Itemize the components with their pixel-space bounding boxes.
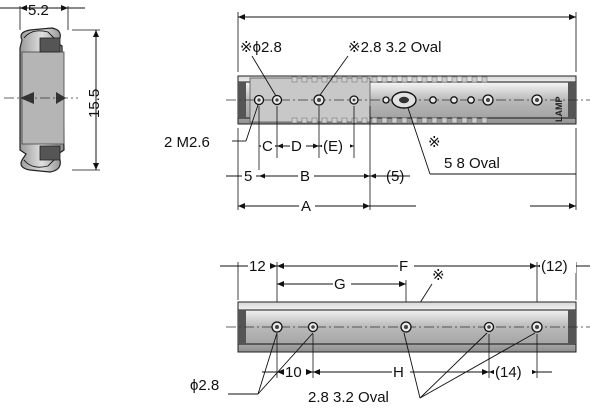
dim-12: 12 [249, 258, 266, 275]
top-rail-view: LAMP ※ϕ2.8 ※2.8 3.2 Oval 2 M2.6 ※ 5 8 Ov… [164, 12, 590, 215]
note-mark-large-oval: ※ [428, 134, 441, 151]
dim-g: G [334, 276, 346, 293]
dim-f: F [399, 258, 408, 275]
bottom-rail-view: 12 F (12) G ※ [190, 255, 590, 406]
dim-d: D [291, 138, 302, 155]
dim-h: H [393, 364, 404, 381]
profile-width-dim: 5.2 [28, 2, 49, 19]
hole-diameter-label: ϕ2.8 [190, 377, 219, 394]
dim-14-ref: (14) [495, 364, 522, 381]
dim-c: C [262, 138, 273, 155]
note-tap-m26: 2 M2.6 [164, 134, 210, 151]
note-small-oval: ※2.8 3.2 Oval [348, 39, 441, 56]
dim-5-ref: (5) [386, 168, 404, 185]
dim-10: 10 [285, 364, 302, 381]
note-large-oval: 5 8 Oval [444, 155, 500, 172]
side-profile-view: 5.2 15.5 [0, 2, 103, 173]
bottom-rail-holes [271, 321, 543, 333]
ball-retainer-slots [291, 76, 488, 124]
oval-slot-label: 2.8 3.2 Oval [308, 389, 389, 406]
dim-5: 5 [244, 168, 252, 185]
top-rail-holes [253, 91, 543, 109]
dim-e: (E) [323, 138, 343, 155]
note-mark-bottom: ※ [432, 267, 445, 284]
dim-a: A [301, 198, 311, 215]
dim-b: B [300, 168, 310, 185]
brand-stamp: LAMP [554, 97, 564, 123]
note-hole-diameter: ※ϕ2.8 [240, 39, 282, 56]
dim-12-ref: (12) [541, 258, 568, 275]
profile-height-dim: 15.5 [86, 89, 103, 118]
